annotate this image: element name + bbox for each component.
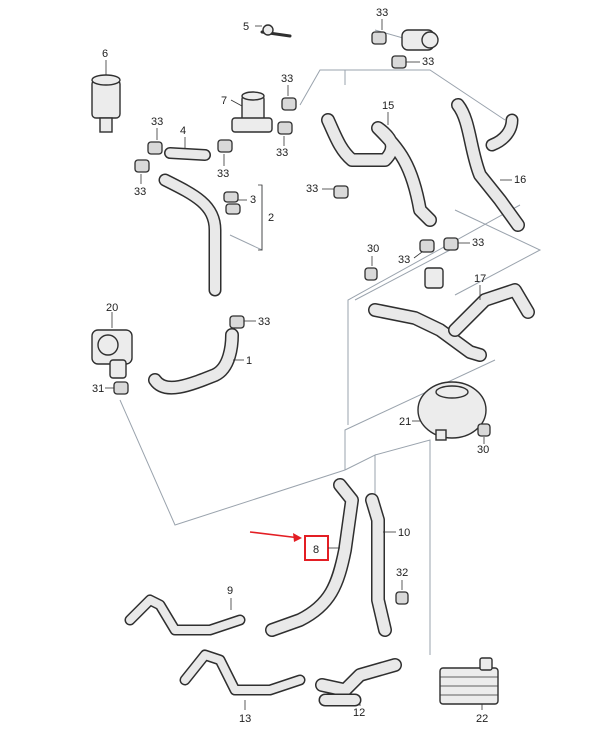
hose-17 [368,283,535,362]
label-15: 15 [382,100,394,112]
label-33-e: 33 [151,116,163,128]
label-9: 9 [227,585,233,597]
callout-15: 15 [382,100,394,125]
highlight-arrowhead [293,533,302,542]
label-30b: 30 [477,444,489,456]
label-33-d: 33 [276,147,288,159]
callout-7: 7 [221,95,227,107]
label-4: 4 [180,125,186,137]
label-8: 8 [313,544,319,556]
label-7: 7 [221,95,227,107]
callout-21: 21 [399,416,420,428]
label-3: 3 [250,194,256,206]
callout-22: 22 [476,704,488,725]
callout-31: 31 [92,383,114,395]
callout-3: 3 [238,194,256,206]
callout-9: 9 [227,585,233,610]
callout-2: 2 [258,184,274,251]
callout-30a: 30 [367,243,379,266]
label-32: 32 [396,567,408,579]
part-top-connector [401,29,439,51]
label-33-j: 33 [472,237,484,249]
part-6-reservoir [91,60,121,133]
callout-6: 6 [102,48,108,60]
label-30a: 30 [367,243,379,255]
hose-15 [321,113,437,227]
highlight-arrow [249,531,301,539]
label-33-f: 33 [217,168,229,180]
label-33-b: 33 [422,56,434,68]
label-10: 10 [398,527,410,539]
hose-1 [148,328,239,395]
callout-20: 20 [106,302,118,314]
callout-16: 16 [500,174,526,186]
callout-17: 17 [474,273,486,300]
label-2: 2 [268,212,274,224]
part-7-valve [230,91,273,133]
callout-30b: 30 [477,437,489,456]
label-22: 22 [476,713,488,725]
callout-4: 4 [180,125,186,148]
label-33-c: 33 [281,73,293,85]
label-33-i: 33 [398,254,410,266]
part-22-oil-cooler [439,657,499,705]
hose-2 [158,173,222,297]
pipe-9 [124,594,246,636]
part-5-fitting [255,24,292,38]
hose-8 [265,478,359,637]
label-21: 21 [399,416,411,428]
label-33-a: 33 [376,7,388,19]
hose-16 [451,98,525,232]
label-16: 16 [514,174,526,186]
callout-10: 10 [383,527,410,539]
label-12: 12 [353,707,365,719]
label-20: 20 [106,302,118,314]
label-5: 5 [243,21,249,33]
label-31: 31 [92,383,104,395]
clips [113,31,491,605]
callout-8: 8 [249,531,340,561]
label-33-g: 33 [134,186,146,198]
label-33-k: 33 [258,316,270,328]
label-6: 6 [102,48,108,60]
callout-5: 5 [243,21,249,33]
label-1: 1 [246,355,252,367]
hose-4 [164,147,211,161]
pipe-13 [179,649,306,696]
callout-12: 12 [353,703,365,719]
label-33-h: 33 [306,183,318,195]
callout-1: 1 [233,355,252,367]
callout-33-group: 33 33 33 33 33 33 33 33 33 33 33 [134,7,484,328]
part-21-expansion-tank [417,381,487,441]
hose-10 [365,493,392,637]
hose-12 [315,658,402,707]
label-13: 13 [239,713,251,725]
callout-13: 13 [239,700,251,725]
callout-32: 32 [396,567,408,590]
label-17: 17 [474,273,486,285]
part-20-pump [91,312,133,379]
